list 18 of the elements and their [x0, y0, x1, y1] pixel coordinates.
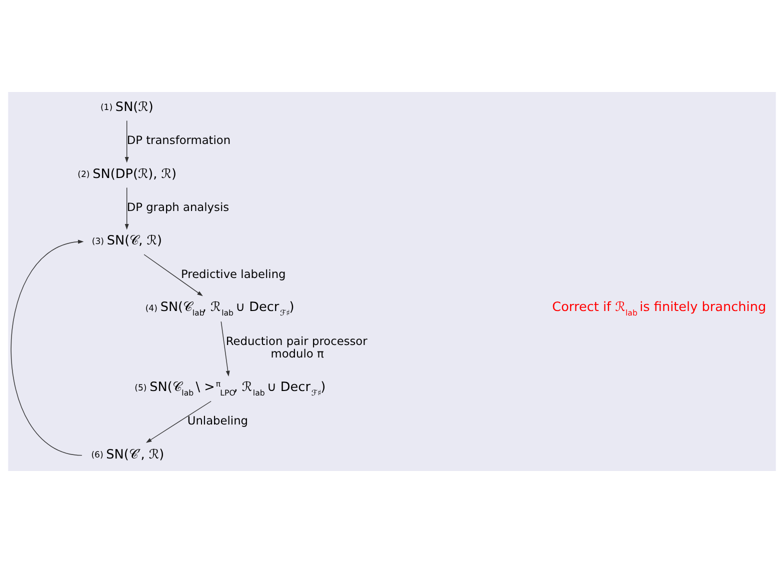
node-text: (3) SN(𝒞, ℛ)	[92, 234, 162, 249]
arrow	[124, 120, 129, 163]
edge-label: Reduction pair processor modulo π	[226, 334, 368, 361]
edge-label: DP graph analysis	[126, 200, 230, 214]
edge-label: Unlabeling	[187, 414, 248, 428]
edge-label: Predictive labeling	[180, 266, 286, 281]
node-text: (5) SN(𝒞$_{lab}$ \ >$^{π}$$_{LPO}$, ℛ$_{lab}$ ∪ Decr$_{ℱ♯}$)	[134, 379, 326, 398]
label: Correct if ℛ$_{lab}$ is finitely branching	[552, 300, 766, 318]
node-text: (4) SN(𝒞$_{lab}$, ℛ$_{lab}$ ∪ Decr$_{ℱ♯}$)	[145, 300, 294, 318]
arrow	[10, 240, 84, 456]
node-text: (6) SN(𝒞′, ℛ)	[91, 447, 164, 462]
arrow	[146, 400, 212, 443]
arrow	[124, 187, 129, 230]
arrow	[220, 321, 230, 377]
edge-label: DP transformation	[126, 132, 231, 147]
node-text: (1) SN(ℛ)	[100, 100, 154, 115]
arrow	[144, 254, 203, 296]
node-text: (2) SN(DP(ℛ), ℛ)	[78, 166, 177, 182]
